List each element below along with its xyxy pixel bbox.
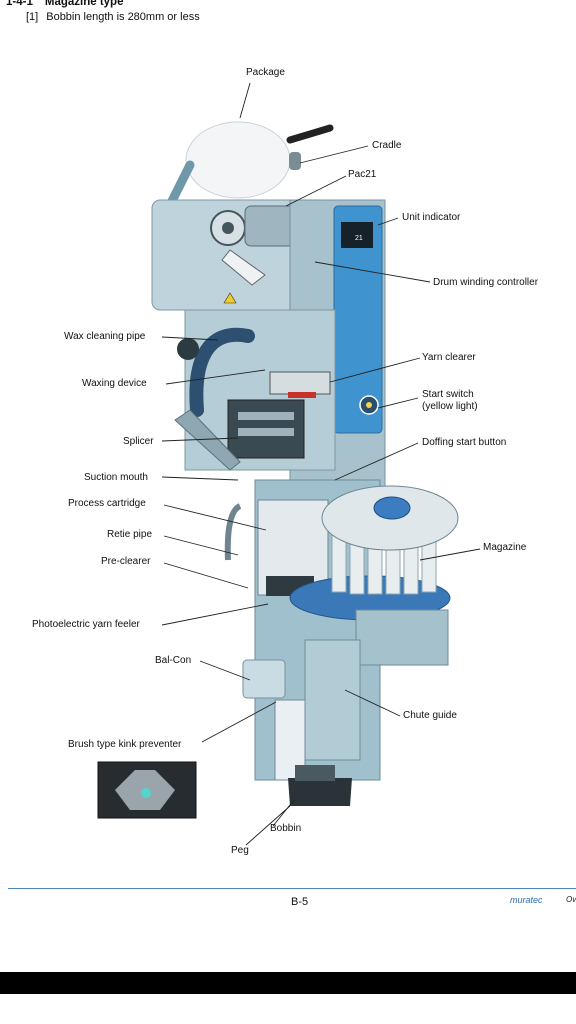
yarn-clearer-block (269, 371, 331, 395)
subsection-heading: [1] Bobbin length is 280mm or less (26, 11, 200, 23)
subsection-index: [1] (26, 11, 39, 23)
package-yarn (185, 121, 291, 199)
page-number: B-5 (291, 896, 309, 908)
unit-indicator-display (341, 222, 373, 248)
section-number: 1-4-1 (6, 0, 33, 8)
suction-mouth (174, 409, 241, 471)
bal-con (242, 659, 286, 699)
retie-pipe (224, 503, 242, 561)
label-start-switch-line1: Start switch (422, 389, 474, 400)
label-photoelectric-yarn-feeler: Photoelectric yarn feeler (32, 619, 140, 630)
section-heading: 1-4-1 Magazine type (6, 0, 123, 8)
subsection-text: Bobbin length is 280mm or less (46, 11, 200, 23)
warning-sign (223, 292, 237, 304)
label-pac21: Pac21 (348, 169, 377, 180)
section-title: Magazine type (44, 0, 124, 8)
brand-tail-text: Ov (566, 895, 576, 904)
leader-lines (161, 82, 481, 846)
brand-logo: muratec (510, 895, 543, 905)
label-peg: Peg (231, 845, 249, 856)
label-brush-type-kink-preventer: Brush type kink preventer (68, 739, 182, 750)
peg-base (288, 778, 352, 806)
cradle-handle (286, 124, 334, 144)
label-magazine: Magazine (483, 542, 527, 553)
magazine-base (355, 609, 449, 666)
magazine-hub (373, 496, 411, 520)
label-bal-con: Bal-Con (155, 655, 192, 666)
label-waxing-device: Waxing device (82, 378, 147, 389)
label-splicer: Splicer (123, 436, 154, 447)
footer-divider (8, 888, 576, 889)
chute-guide (304, 639, 361, 761)
label-retie-pipe: Retie pipe (107, 529, 153, 540)
label-pre-clearer: Pre-clearer (101, 556, 151, 567)
label-cradle: Cradle (372, 140, 402, 151)
label-drum-winding-controller: Drum winding controller (433, 277, 539, 288)
waxing-wheel (177, 338, 199, 360)
label-doffing-start-button: Doffing start button (422, 437, 507, 448)
wax-cleaning-pipe (189, 327, 255, 417)
label-process-cartridge: Process cartridge (68, 498, 146, 509)
label-start-switch-line2: (yellow light) (422, 401, 478, 412)
label-suction-mouth: Suction mouth (84, 472, 148, 483)
unit-number: 21 (355, 235, 363, 242)
label-start-switch: Start switch (yellow light) (422, 389, 478, 413)
label-bobbin: Bobbin (270, 823, 302, 834)
label-unit-indicator: Unit indicator (402, 212, 461, 223)
machine-illustration: 21 (97, 82, 481, 846)
label-chute-guide: Chute guide (403, 710, 457, 721)
cradle-knob (289, 152, 301, 170)
label-yarn-clearer: Yarn clearer (422, 352, 476, 363)
label-package: Package (246, 67, 285, 78)
bottom-black-bar (0, 972, 576, 994)
label-wax-cleaning-pipe: Wax cleaning pipe (64, 331, 146, 342)
